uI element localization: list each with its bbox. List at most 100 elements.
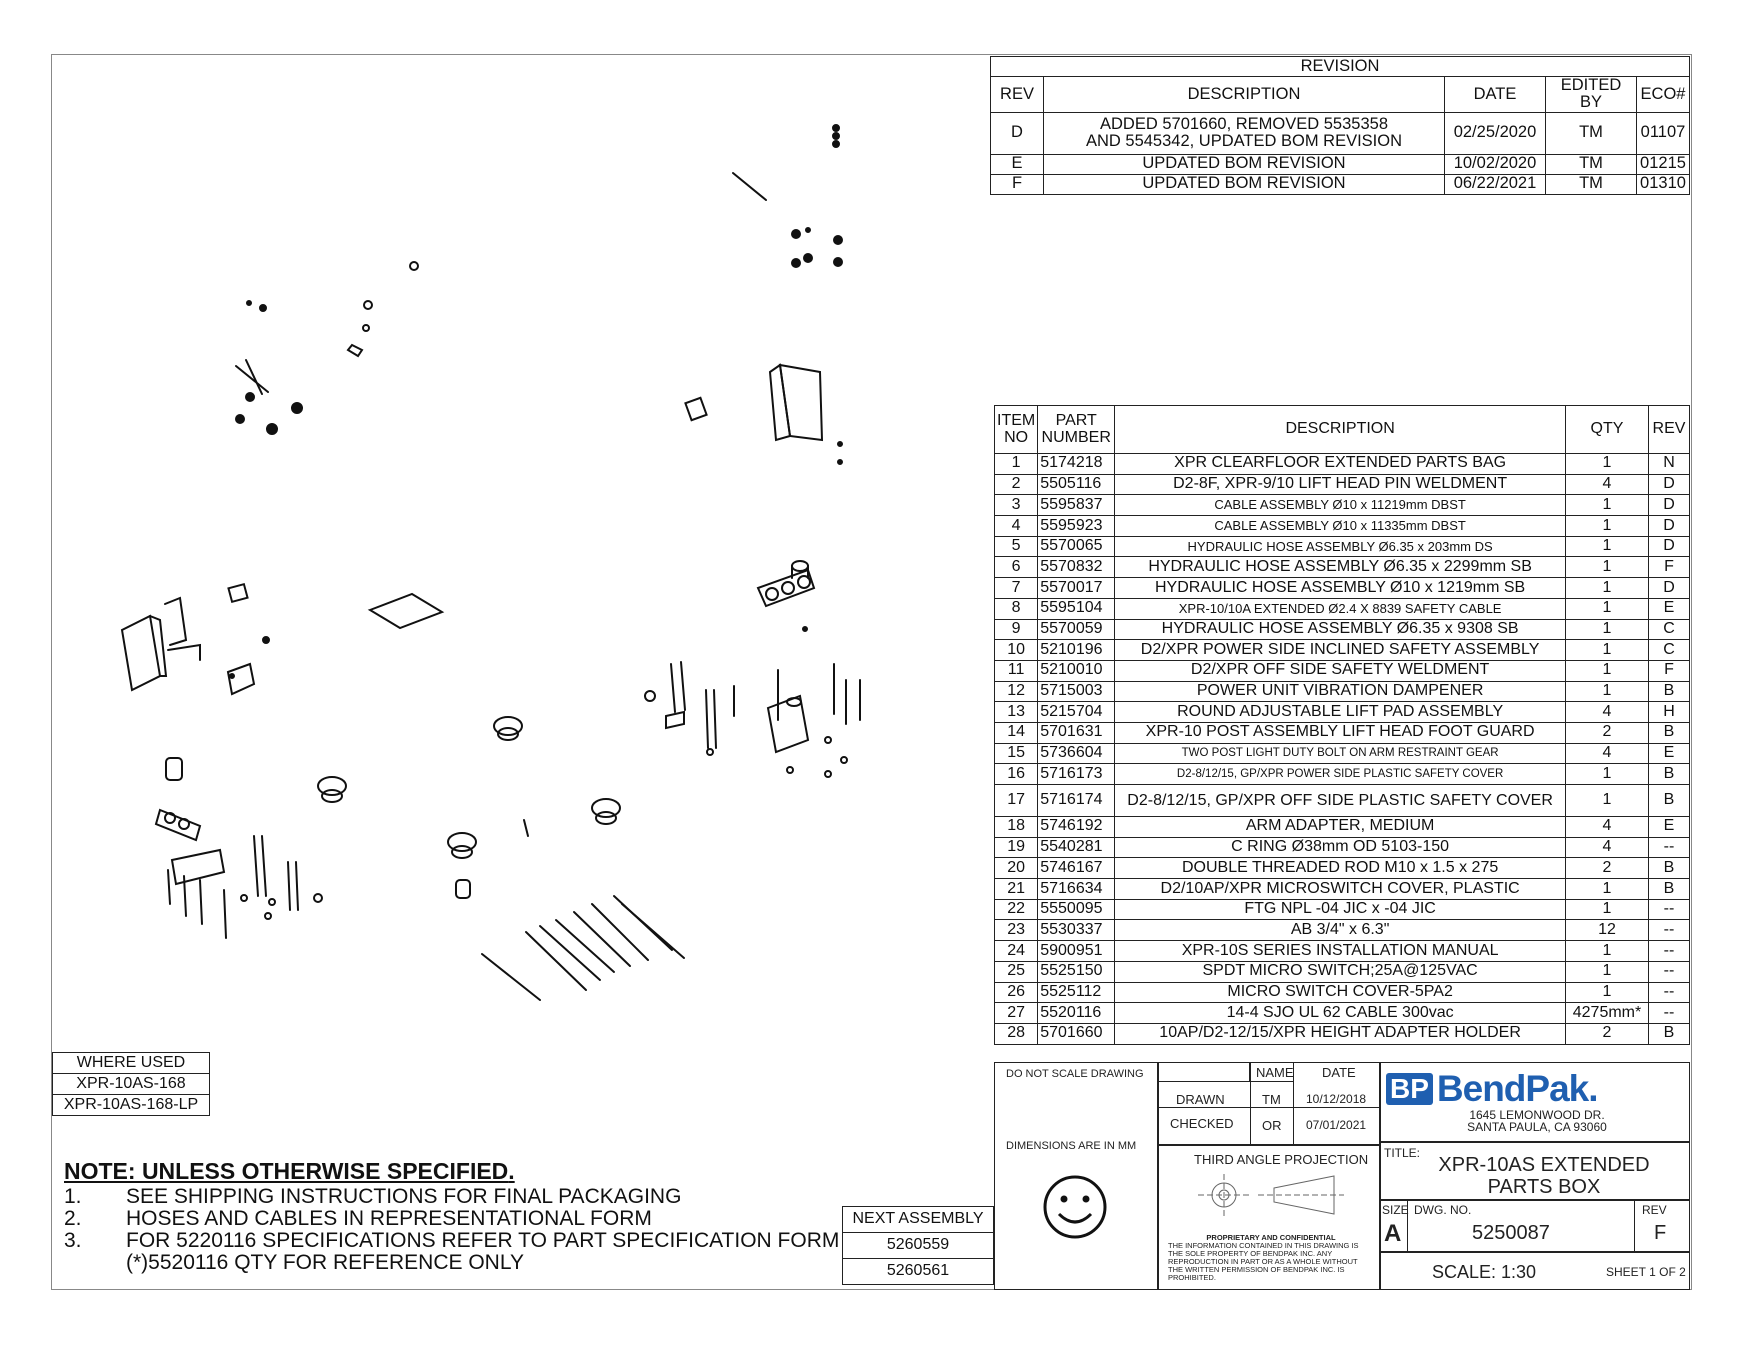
rev-header: REV [1648, 405, 1690, 454]
bom-item-no: 15 [993, 742, 1039, 765]
bom-part-number: 5716174 [1037, 784, 1116, 817]
bom-description: 10AP/D2-12/15/XPR HEIGHT ADAPTER HOLDER [1114, 1022, 1566, 1045]
revision-row-eco: 01310 [1636, 173, 1690, 195]
bom-item-no: 13 [993, 701, 1039, 723]
next-assembly-table: NEXT ASSEMBLY 5260559 5260561 [842, 1206, 994, 1285]
bom-description: XPR-10/10A EXTENDED Ø2.4 X 8839 SAFETY C… [1114, 597, 1566, 620]
where-used-item: XPR-10AS-168-LP [52, 1094, 210, 1116]
bom-part-number: 5701631 [1037, 721, 1116, 744]
title-block: DO NOT SCALE DRAWING DIMENSIONS ARE IN M… [994, 1062, 1690, 1290]
bom-item-no: 21 [993, 878, 1039, 900]
bp-logo-mark: BP [1386, 1073, 1433, 1105]
scale-box [1380, 1252, 1690, 1290]
proprietary-text: THE INFORMATION CONTAINED IN THIS DRAWIN… [1168, 1241, 1359, 1282]
item-no-header: ITEM NO [993, 405, 1039, 454]
revision-row-edited-by: TM [1545, 111, 1637, 155]
bom-rev: F [1648, 659, 1690, 682]
bom-qty: 2 [1565, 857, 1649, 880]
drawn-checked-box [1158, 1062, 1380, 1145]
bom-part-number: 5701660 [1037, 1022, 1116, 1045]
bom-item-no: 4 [993, 515, 1039, 537]
bom-qty: 1 [1565, 556, 1649, 579]
bom-item-no: 1 [993, 453, 1039, 475]
note-item: 1.SEE SHIPPING INSTRUCTIONS FOR FINAL PA… [64, 1185, 682, 1208]
third-angle-projection-icon [1198, 1174, 1344, 1216]
part-number-header: PART NUMBER [1037, 405, 1116, 454]
blank-cell [1158, 1062, 1250, 1082]
bom-description: DOUBLE THREADED ROD M10 x 1.5 x 275 [1114, 857, 1566, 880]
bom-rev: B [1648, 784, 1690, 817]
bom-rev: D [1648, 473, 1690, 496]
drawing-sheet-border [51, 54, 1692, 1290]
revision-row-eco: 01107 [1636, 111, 1690, 155]
note-item: 3.FOR 5220116 SPECIFICATIONS REFER TO PA… [64, 1229, 840, 1252]
dwg-no-value: 5250087 [1472, 1222, 1550, 1244]
bom-description: D2/XPR OFF SIDE SAFETY WELDMENT [1114, 659, 1566, 682]
bom-rev: D [1648, 515, 1690, 537]
projection-label: THIRD ANGLE PROJECTION [1194, 1152, 1369, 1167]
rev-cell [1634, 1200, 1690, 1252]
rev-header: REV [990, 76, 1044, 113]
bom-item-no: 16 [993, 763, 1039, 785]
bom-rev: -- [1648, 960, 1690, 983]
bom-qty: 4 [1565, 701, 1649, 723]
bom-part-number: 5505116 [1037, 473, 1116, 496]
bom-item-no: 7 [993, 577, 1039, 599]
where-used-title: WHERE USED [52, 1052, 210, 1074]
bom-qty: 1 [1565, 597, 1649, 620]
bom-item-no: 9 [993, 618, 1039, 641]
checked-label: CHECKED [1170, 1116, 1234, 1131]
bom-item-no: 12 [993, 680, 1039, 703]
bom-rev: B [1648, 721, 1690, 744]
bom-description: SPDT MICRO SWITCH;25A@125VAC [1114, 960, 1566, 983]
bom-item-no: 20 [993, 857, 1039, 880]
bom-qty: 1 [1565, 535, 1649, 558]
bom-rev: F [1648, 556, 1690, 579]
bom-description: D2-8F, XPR-9/10 LIFT HEAD PIN WELDMENT [1114, 473, 1566, 496]
bom-rev: N [1648, 453, 1690, 475]
bom-description: TWO POST LIGHT DUTY BOLT ON ARM RESTRAIN… [1114, 742, 1566, 765]
bom-qty: 1 [1565, 940, 1649, 962]
rev-label: REV [1642, 1203, 1667, 1217]
bom-item-no: 17 [993, 784, 1039, 817]
bom-description: D2/10AP/XPR MICROSWITCH COVER, PLASTIC [1114, 878, 1566, 900]
bom-rev: H [1648, 701, 1690, 723]
bom-qty: 1 [1565, 981, 1649, 1004]
bom-description: FTG NPL -04 JIC x -04 JIC [1114, 898, 1566, 921]
bom-rev: C [1648, 618, 1690, 641]
qty-header: QTY [1565, 405, 1649, 454]
scale-value: SCALE: 1:30 [1432, 1262, 1537, 1282]
bom-part-number: 5530337 [1037, 919, 1116, 942]
drawn-name: TM [1262, 1092, 1281, 1107]
company-box [1380, 1062, 1690, 1142]
bom-item-no: 6 [993, 556, 1039, 579]
bom-rev: -- [1648, 919, 1690, 942]
revision-row-rev: E [990, 153, 1044, 175]
revision-row-description: UPDATED BOM REVISION [1043, 173, 1445, 195]
address-line-2: SANTA PAULA, CA 93060 [1467, 1120, 1607, 1134]
revision-row-date: 02/25/2020 [1444, 111, 1546, 155]
bom-qty: 4 [1565, 836, 1649, 859]
title-block-left [994, 1062, 1158, 1290]
bom-description: AB 3/4" x 6.3" [1114, 919, 1566, 942]
bom-rev: -- [1648, 898, 1690, 921]
bom-description: ARM ADAPTER, MEDIUM [1114, 816, 1566, 838]
date-header-label: DATE [1322, 1065, 1356, 1080]
next-assembly-item: 5260559 [842, 1232, 994, 1259]
bom-qty: 1 [1565, 680, 1649, 703]
date-header: DATE [1444, 76, 1546, 113]
notes-section: NOTE: UNLESS OTHERWISE SPECIFIED. 1.SEE … [64, 1160, 839, 1274]
bom-qty: 1 [1565, 494, 1649, 517]
bom-qty: 1 [1565, 763, 1649, 785]
